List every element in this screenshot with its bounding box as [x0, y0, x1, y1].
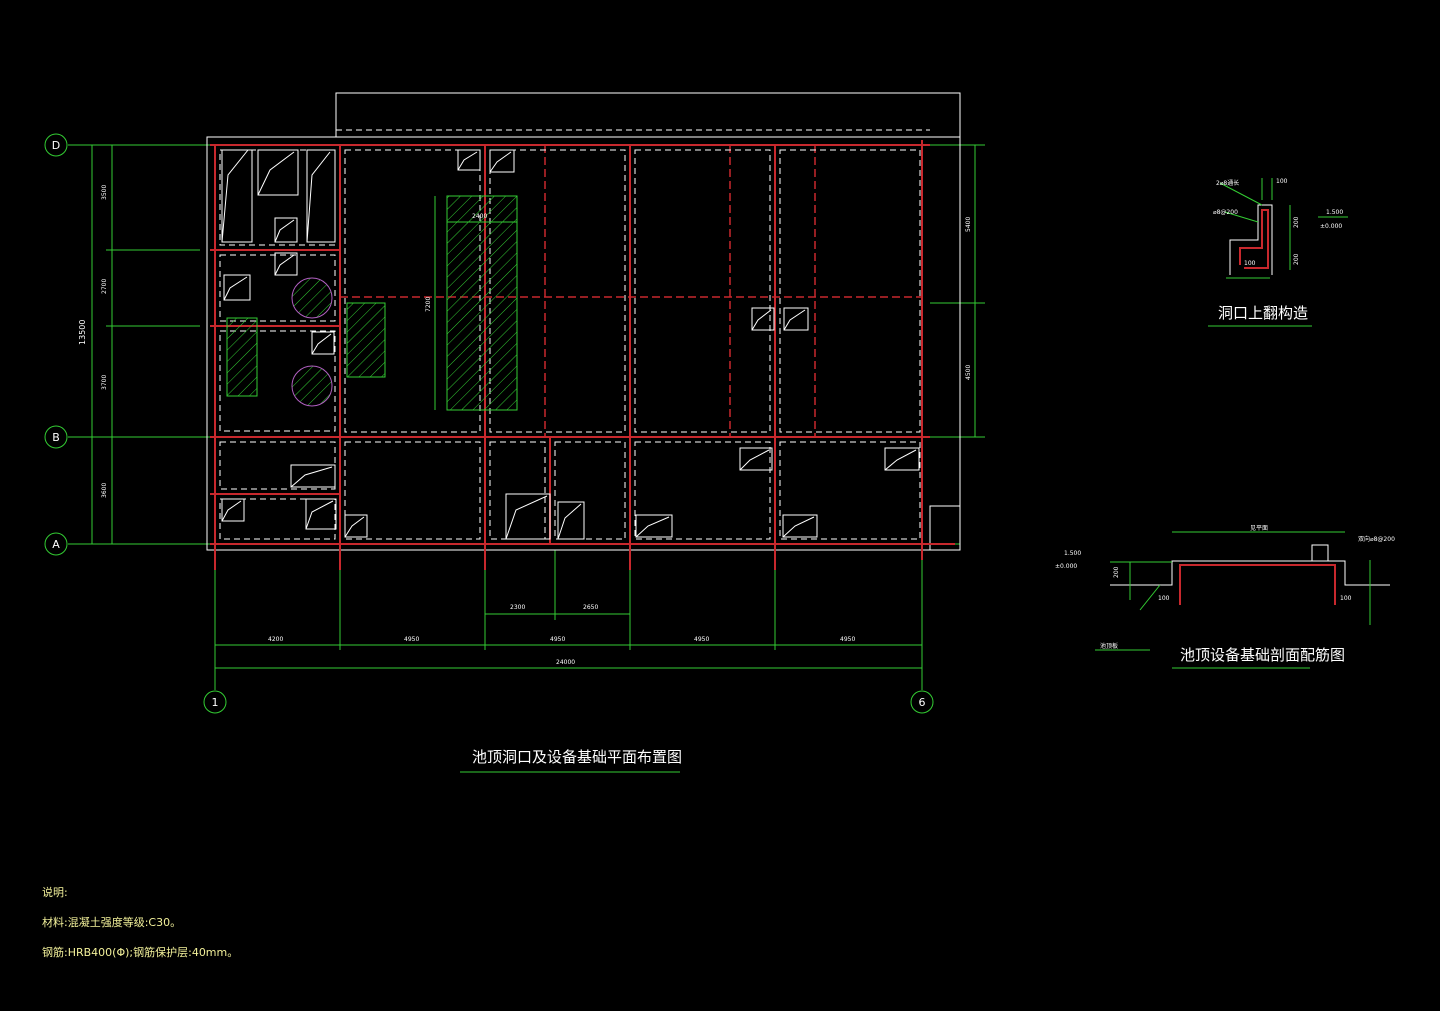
- axis-label-1: 1: [212, 696, 219, 709]
- notes-line-2: 钢筋:HRB400(Φ);钢筋保护层:40mm。: [42, 945, 238, 959]
- opening-s13: [505, 493, 551, 540]
- bottom-dimensions: 4200 4950 4950 4950 4950 24000 2300 2650: [215, 604, 922, 669]
- axis-bubble-1: 1: [203, 690, 227, 714]
- axis-bubble-a: A: [44, 532, 68, 556]
- dim-4950-b: 4950: [550, 636, 565, 643]
- detail-top-title: 洞口上翻构造: [1218, 304, 1308, 322]
- opening-large-2: [257, 149, 299, 196]
- label-elev-0: ±0.000: [1320, 223, 1342, 230]
- openings: [221, 149, 920, 540]
- axis-bubble-6: 6: [910, 690, 934, 714]
- opening-s17: [782, 514, 818, 538]
- opening-s16: [739, 447, 773, 471]
- opening-s1: [274, 217, 298, 243]
- left-dimensions: 13500 3500 2700 3700 3600: [78, 144, 200, 545]
- opening-s11: [305, 498, 337, 530]
- opening-s10: [221, 498, 245, 522]
- label-200-b: 200: [1293, 253, 1300, 265]
- right-dimensions: 5400 4500: [930, 145, 985, 437]
- label-elev-1500-b: 1.500: [1064, 550, 1081, 557]
- axis-bubble-d: D: [44, 133, 68, 157]
- label-slab: 池顶板: [1100, 642, 1118, 650]
- dim-24000: 24000: [556, 659, 575, 666]
- detail-foundation-section: 见平面 双向⌀8@200 1.500 ±0.000 200 100 100 池顶…: [1055, 525, 1395, 669]
- dim-2650: 2650: [583, 604, 598, 611]
- dim-3700: 3700: [101, 375, 108, 390]
- dim-3500: 3500: [101, 185, 108, 200]
- dim-4950-c: 4950: [694, 636, 709, 643]
- dim-4950-a: 4950: [404, 636, 419, 643]
- dim-4500: 4500: [965, 365, 972, 380]
- label-100-top: 100: [1276, 178, 1288, 185]
- notes-line-1: 材料:混凝土强度等级:C30。: [42, 915, 181, 929]
- dim-2400: 2400: [472, 213, 487, 220]
- opening-s3: [223, 274, 251, 301]
- foundation-round-2: [291, 365, 333, 407]
- beams: [210, 140, 955, 570]
- label-200-c: 200: [1113, 566, 1120, 578]
- dim-4200: 4200: [268, 636, 283, 643]
- opening-s4: [311, 331, 335, 355]
- label-100-bot: 100: [1244, 260, 1256, 267]
- dim-2700: 2700: [101, 279, 108, 294]
- grid-lines: [68, 144, 985, 690]
- foundation-plan: D B A 1 6 13500 3500 2700: [44, 92, 985, 773]
- opening-s2: [274, 252, 298, 276]
- opening-s7: [751, 307, 775, 331]
- slab-panels: [219, 129, 930, 540]
- axis-label-a: A: [52, 538, 60, 551]
- opening-s12: [344, 514, 368, 538]
- detail-bottom-title: 池顶设备基础剖面配筋图: [1180, 646, 1345, 664]
- opening-s8: [783, 307, 809, 331]
- dim-total-13500: 13500: [78, 320, 87, 345]
- opening-s18: [884, 447, 920, 471]
- foundation-left: [226, 317, 258, 397]
- dim-7200: 7200: [425, 297, 432, 312]
- outline: [206, 92, 961, 551]
- label-200-a: 200: [1293, 216, 1300, 228]
- plan-title: 池顶洞口及设备基础平面布置图: [472, 748, 682, 766]
- label-2phi8: 2⌀8通长: [1216, 179, 1239, 187]
- dim-5400: 5400: [965, 217, 972, 232]
- label-elev-1500: 1.500: [1326, 209, 1343, 216]
- dim-2300: 2300: [510, 604, 525, 611]
- axis-label-b: B: [52, 431, 60, 444]
- dim-3600: 3600: [101, 483, 108, 498]
- opening-large-1: [221, 149, 253, 243]
- opening-s6: [489, 149, 515, 173]
- notes: 说明: 材料:混凝土强度等级:C30。 钢筋:HRB400(Φ);钢筋保护层:4…: [42, 885, 238, 959]
- detail-opening-upturn: 2⌀8通长 ⌀8@200 100 200 200 100 1.500 ±0.00…: [1208, 178, 1348, 327]
- opening-s9: [290, 464, 336, 488]
- opening-s14: [557, 501, 585, 540]
- axis-label-d: D: [52, 139, 60, 152]
- opening-s15: [635, 514, 673, 538]
- foundation-mid: [346, 302, 386, 378]
- axis-label-6: 6: [919, 696, 926, 709]
- dim-4950-d: 4950: [840, 636, 855, 643]
- foundation-round-1: [291, 277, 333, 319]
- equipment-foundations: 7200 2400: [226, 195, 518, 411]
- label-100-c: 100: [1158, 595, 1170, 602]
- notes-heading: 说明:: [42, 885, 68, 899]
- label-rebar: 双向⌀8@200: [1358, 535, 1395, 543]
- label-see-plan: 见平面: [1250, 525, 1268, 532]
- axis-bubble-b: B: [44, 425, 68, 449]
- label-elev-0-b: ±0.000: [1055, 563, 1077, 570]
- foundation-large: [446, 195, 518, 411]
- opening-large-3: [306, 149, 336, 243]
- label-phi8-200: ⌀8@200: [1213, 209, 1238, 216]
- label-100-d: 100: [1340, 595, 1352, 602]
- opening-s5: [457, 149, 481, 171]
